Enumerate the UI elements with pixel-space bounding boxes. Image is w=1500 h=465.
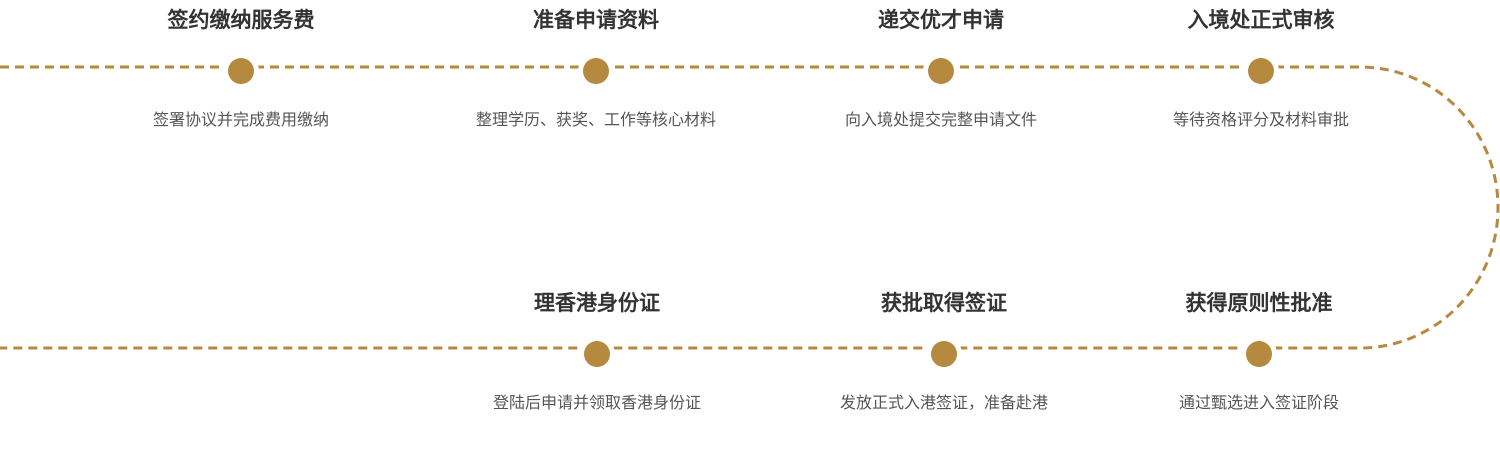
step-dot [1246, 341, 1272, 367]
step-title: 获批取得签证 [881, 291, 1007, 315]
step-title: 递交优才申请 [878, 8, 1004, 32]
step-dot [928, 58, 954, 84]
step-desc: 签署协议并完成费用缴纳 [152, 110, 329, 129]
track-path [0, 65, 1500, 350]
step-dot [584, 341, 610, 367]
step-desc: 等待资格评分及材料审批 [1172, 110, 1349, 129]
step-title: 理香港身份证 [534, 291, 660, 315]
step-dot [228, 58, 254, 84]
step-title: 准备申请资料 [533, 8, 659, 32]
step-desc: 登陆后申请并领取香港身份证 [492, 393, 701, 412]
step-desc: 向入境处提交完整申请文件 [844, 110, 1037, 129]
step-desc: 发放正式入港签证，准备赴港 [839, 393, 1048, 412]
step-desc: 通过甄选进入签证阶段 [1178, 393, 1339, 412]
step-dot [1248, 58, 1274, 84]
step-title: 签约缴纳服务费 [167, 8, 315, 32]
step-dot [583, 58, 609, 84]
step-title: 获得原则性批准 [1185, 291, 1333, 315]
step-dot [931, 341, 957, 367]
step-desc: 整理学历、获奖、工作等核心材料 [475, 110, 716, 129]
step-title: 入境处正式审核 [1187, 8, 1335, 32]
